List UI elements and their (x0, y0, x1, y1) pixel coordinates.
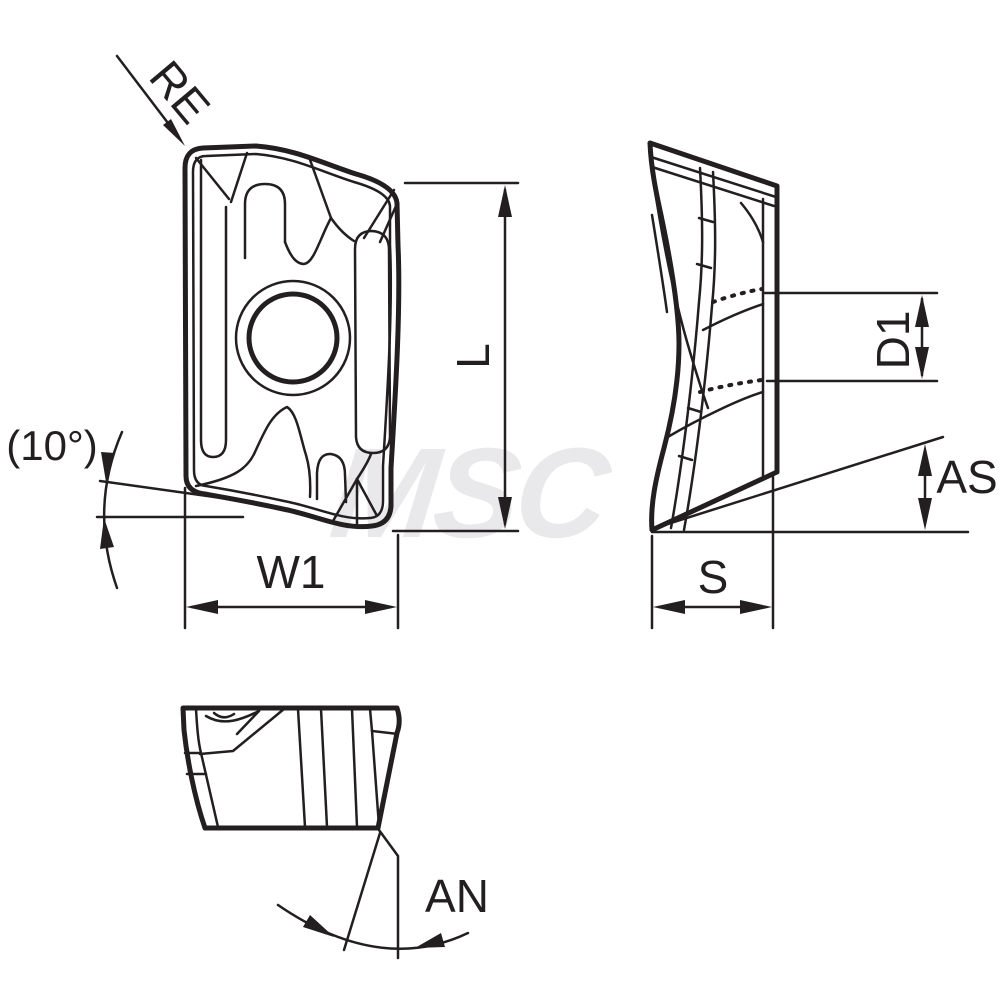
label-angle-an: AN (425, 870, 489, 922)
label-thickness-s: S (697, 551, 729, 603)
d1-dimension (762, 291, 939, 383)
as-dimension (650, 435, 970, 534)
an-dimension (276, 828, 470, 960)
label-angle-as: AS (936, 451, 998, 503)
hidden-hole-arc-top (711, 287, 764, 304)
w1-dimension (183, 486, 400, 630)
hole-inner-circle (246, 291, 340, 385)
front-view (182, 143, 402, 530)
label-angle-10deg: (10°) (6, 422, 98, 469)
s-dimension (650, 475, 775, 630)
bottom-view (180, 705, 402, 831)
side-view (647, 140, 780, 533)
label-width-w1: W1 (256, 546, 326, 598)
dimension-annotations (95, 54, 970, 960)
label-length-l: L (447, 343, 499, 369)
hole-outer-circle (234, 279, 352, 397)
l-dimension (391, 181, 520, 533)
re-leader-arrow (115, 54, 185, 146)
angle-10-dimension (95, 430, 245, 590)
label-hole-d1: D1 (867, 310, 919, 370)
hidden-hole-arc-bottom (698, 378, 764, 394)
